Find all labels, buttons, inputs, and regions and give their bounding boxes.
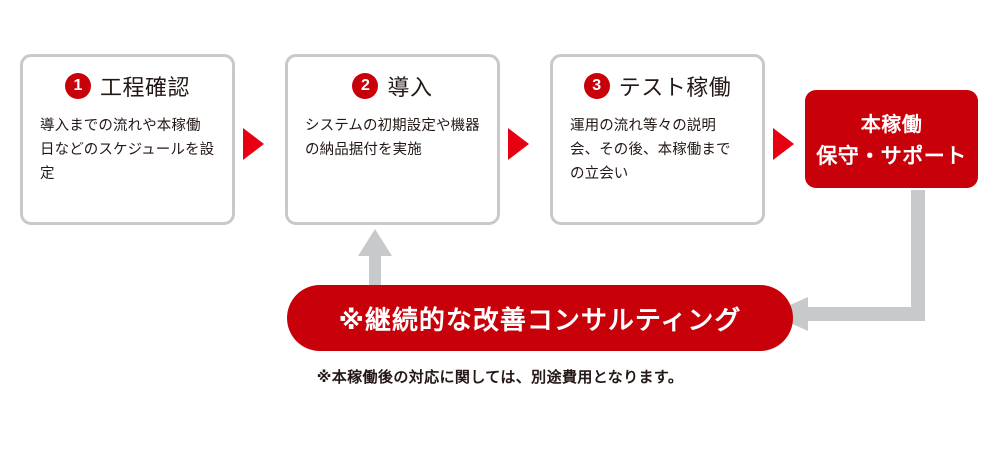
- elbow-horizontal-segment: [807, 307, 925, 321]
- step-1-number-badge: 1: [64, 73, 91, 99]
- step-2-header: 2 導入: [288, 57, 497, 109]
- up-arrow-shaft: [369, 255, 381, 287]
- step-2-title: 導入: [387, 75, 433, 100]
- elbow-vertical-segment: [911, 190, 925, 321]
- step-card-2: 2 導入 システムの初期設定や機器の納品据付を実施: [285, 54, 500, 225]
- arrow-up-icon-banner-to-step2: [358, 229, 392, 287]
- arrow-right-icon-step2-to-step3: [508, 128, 529, 160]
- step-1-title: 工程確認: [99, 75, 190, 100]
- step-2-number-badge: 2: [352, 73, 379, 99]
- arrow-right-icon-step1-to-step2: [243, 128, 264, 160]
- step-2-description: システムの初期設定や機器の納品据付を実施: [305, 118, 480, 158]
- step-1-description: 導入までの流れや本稼働日などのスケジュールを設定: [40, 118, 215, 182]
- up-arrowhead: [358, 229, 392, 256]
- continuous-improvement-banner-label: ※継続的な改善コンサルティング: [338, 304, 742, 335]
- step-1-header: 1 工程確認: [23, 57, 232, 109]
- step-3-description: 運用の流れ等々の説明会、その後、本稼働までの立会い: [570, 118, 731, 182]
- final-stage-line-2: 保守・サポート: [816, 145, 967, 168]
- final-stage-box: 本稼働 保守・サポート: [805, 90, 978, 188]
- footnote-text: ※本稼働後の対応に関しては、別途費用となります。: [316, 369, 684, 386]
- step-card-1: 1 工程確認 導入までの流れや本稼働日などのスケジュールを設定: [20, 54, 235, 225]
- arrow-elbow-left-icon-final-to-banner: [770, 190, 925, 335]
- step-card-3: 3 テスト稼働 運用の流れ等々の説明会、その後、本稼働までの立会い: [550, 54, 765, 225]
- arrow-right-icon-step3-to-final: [773, 128, 794, 160]
- final-stage-line-1: 本稼働: [860, 114, 923, 136]
- step-3-header: 3 テスト稼働: [553, 57, 762, 109]
- step-3-number-badge: 3: [583, 73, 610, 99]
- continuous-improvement-banner: ※継続的な改善コンサルティング: [287, 285, 793, 351]
- step-3-title: テスト稼働: [618, 75, 732, 100]
